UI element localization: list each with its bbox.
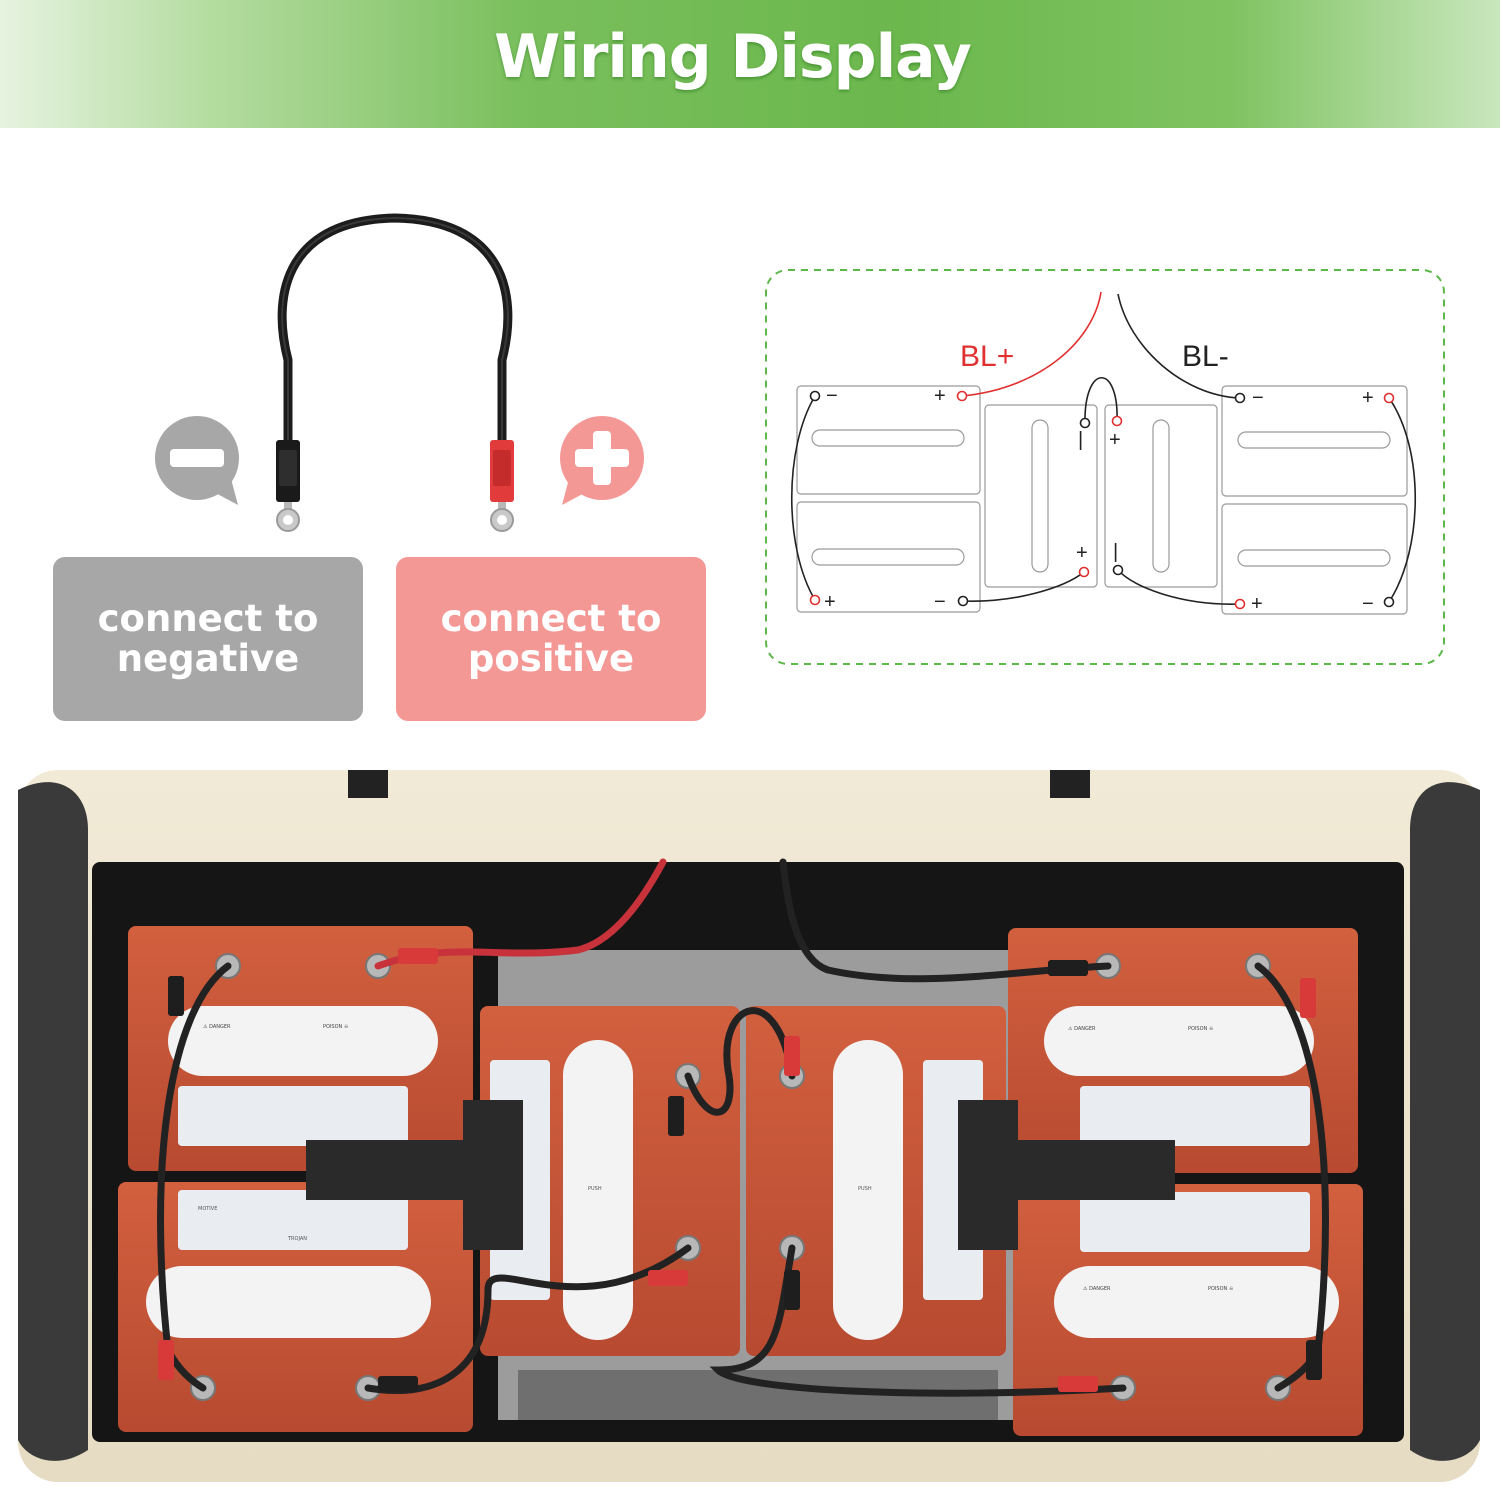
terminal-sign: | <box>1078 429 1083 451</box>
battery-warning-text: ⚠ DANGER <box>203 1024 231 1030</box>
terminal-sign: − <box>1362 593 1374 615</box>
header-banner: Wiring Display <box>0 0 1500 128</box>
terminal-sign: − <box>1252 387 1264 409</box>
connect-negative-label: connect to negative <box>53 557 363 721</box>
battery-warning-text: POISON ☠ <box>1188 1026 1214 1032</box>
battery-warning-text: ⚠ DANGER <box>1068 1026 1096 1032</box>
battery-warning-text: POISON ☠ <box>1208 1286 1234 1292</box>
terminal-sign: + <box>934 385 946 407</box>
connect-positive-text: connect to positive <box>440 597 662 680</box>
terminal-sign: + <box>1076 542 1088 564</box>
battery-left-top: ⚠ DANGER POISON ☠ <box>128 926 473 1171</box>
connect-positive-label: connect to positive <box>396 557 706 721</box>
bl-plus-label: BL+ <box>960 340 1014 373</box>
terminal-sign: | <box>1113 541 1118 563</box>
battery-center-right: PUSH <box>746 1006 1006 1356</box>
page-title: Wiring Display <box>494 22 972 92</box>
battery-warning-text: ⚠ DANGER <box>1083 1286 1111 1292</box>
battery-brand-text: TROJAN <box>287 1236 307 1242</box>
terminal-sign: − <box>826 385 838 407</box>
connect-negative-text: connect to negative <box>97 597 319 680</box>
battery-left-bottom: MOTIVE TROJAN <box>118 1182 473 1432</box>
terminal-sign: + <box>1109 429 1121 451</box>
terminal-sign: + <box>1251 593 1263 615</box>
battery-outlines <box>796 385 1408 615</box>
terminal-sign: + <box>824 591 836 613</box>
battery-cable-illustration <box>155 213 644 532</box>
bl-minus-label: BL- <box>1182 340 1229 373</box>
minus-speech-bubble-icon <box>155 416 239 505</box>
wiring-diagram: BL+ BL- − + + − | + + | − + + − <box>765 269 1445 665</box>
battery-right-top: ⚠ DANGER POISON ☠ <box>1008 928 1358 1173</box>
positive-connector <box>490 440 514 532</box>
battery-right-bottom: ⚠ DANGER POISON ☠ <box>1013 1184 1363 1436</box>
battery-push-text: PUSH <box>588 1186 602 1192</box>
battery-warning-text: POISON ☠ <box>323 1024 349 1030</box>
battery-push-text: PUSH <box>858 1186 872 1192</box>
negative-connector <box>276 440 300 532</box>
terminal-sign: + <box>1362 387 1374 409</box>
plus-speech-bubble-icon <box>560 416 644 505</box>
battery-compartment-photo: ⚠ DANGER POISON ☠ MOTIVE TROJAN PUSH PUS… <box>18 770 1480 1482</box>
battery-brand-text: MOTIVE <box>198 1206 217 1212</box>
terminal-sign: − <box>934 591 946 613</box>
